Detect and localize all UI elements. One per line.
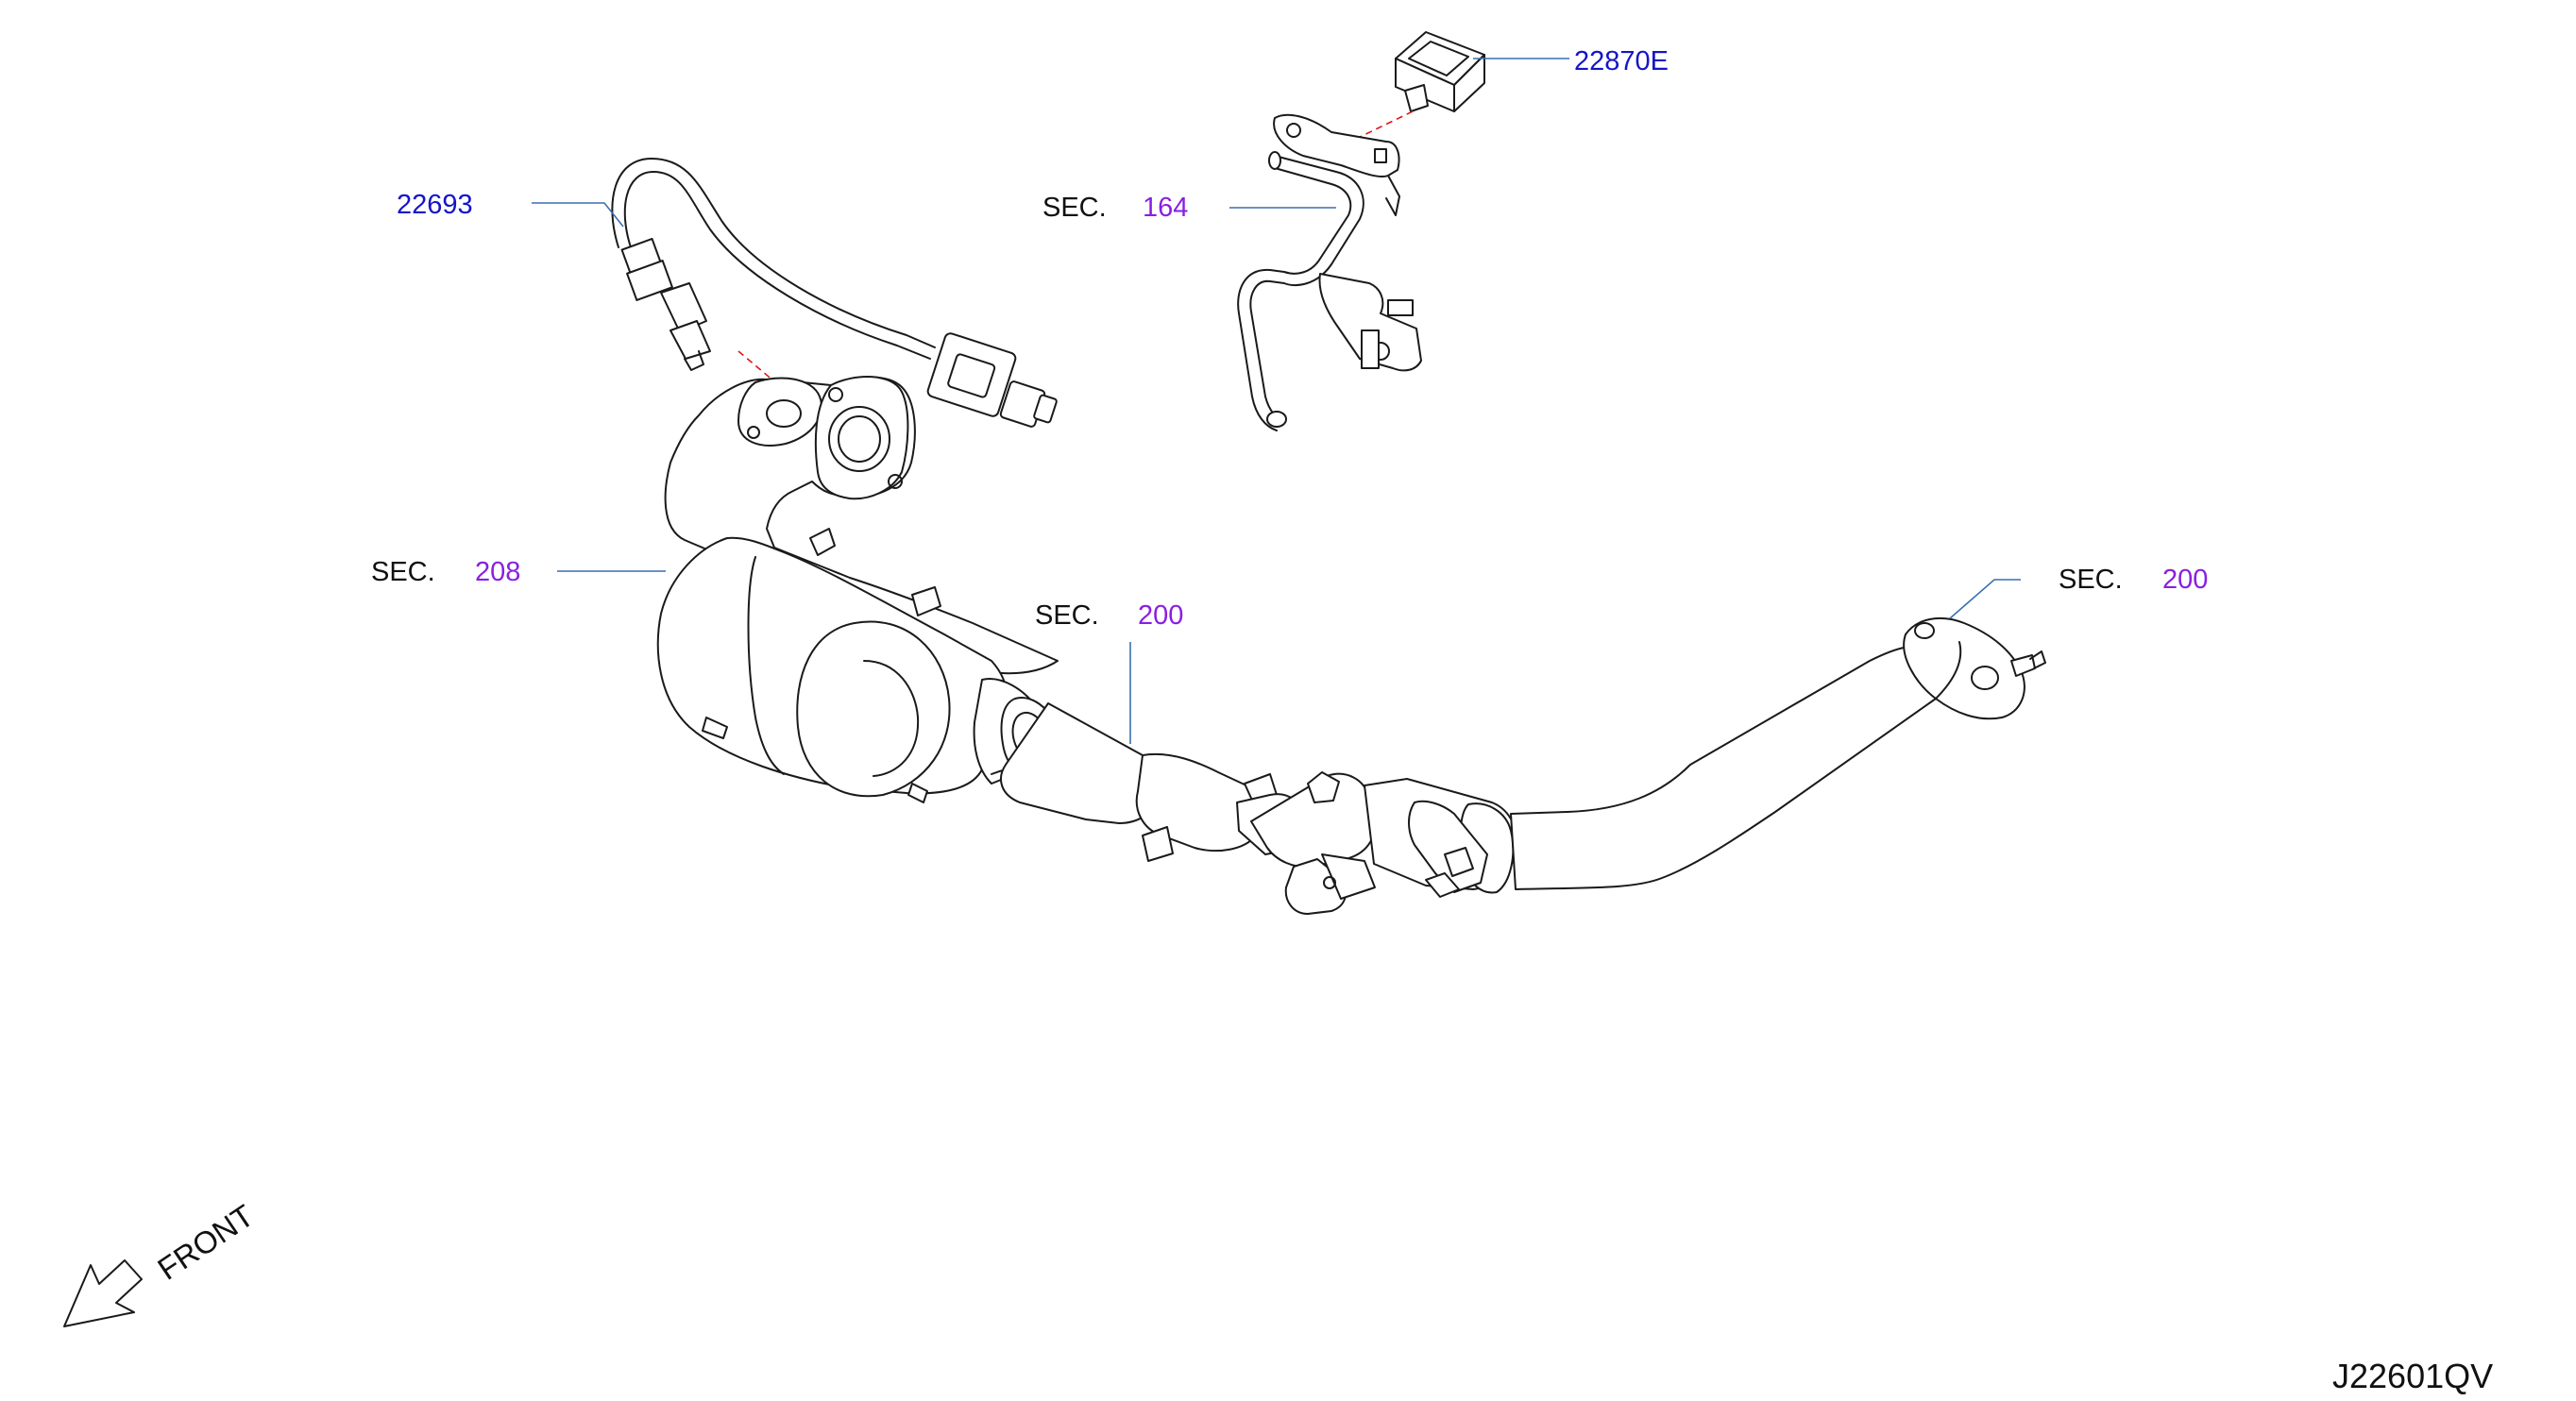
leader-sec-200-right — [1949, 579, 2021, 619]
sensor-22870e[interactable] — [1395, 31, 1485, 112]
exhaust-front-tube-catalyst[interactable] — [656, 376, 2046, 915]
sec-200-right-label: SEC. — [2059, 565, 2123, 595]
sec-208-number[interactable]: 208 — [475, 557, 520, 587]
front-label: FRONT — [151, 1198, 260, 1287]
part-number-22693[interactable]: 22693 — [397, 190, 473, 220]
vacuum-pipe-bracket — [1237, 113, 1422, 431]
sec-208-label: SEC. — [371, 557, 435, 587]
diagram-code: J22601QV — [2332, 1357, 2493, 1395]
oxygen-sensor-22693[interactable] — [611, 158, 1058, 428]
leader-lines — [532, 58, 2021, 744]
sensor-22693-dash-line — [737, 350, 775, 382]
sec-200-right-number[interactable]: 200 — [2162, 565, 2208, 595]
sec-200-mid-label: SEC. — [1035, 600, 1099, 631]
sec-164-number[interactable]: 164 — [1143, 193, 1188, 223]
leader-22693 — [532, 202, 624, 228]
part-number-22870e[interactable]: 22870E — [1574, 46, 1669, 76]
front-arrow-icon — [63, 1259, 143, 1327]
sec-200-mid-number[interactable]: 200 — [1138, 600, 1183, 631]
front-indicator: FRONT — [63, 1198, 260, 1327]
sec-164-label: SEC. — [1042, 193, 1107, 223]
